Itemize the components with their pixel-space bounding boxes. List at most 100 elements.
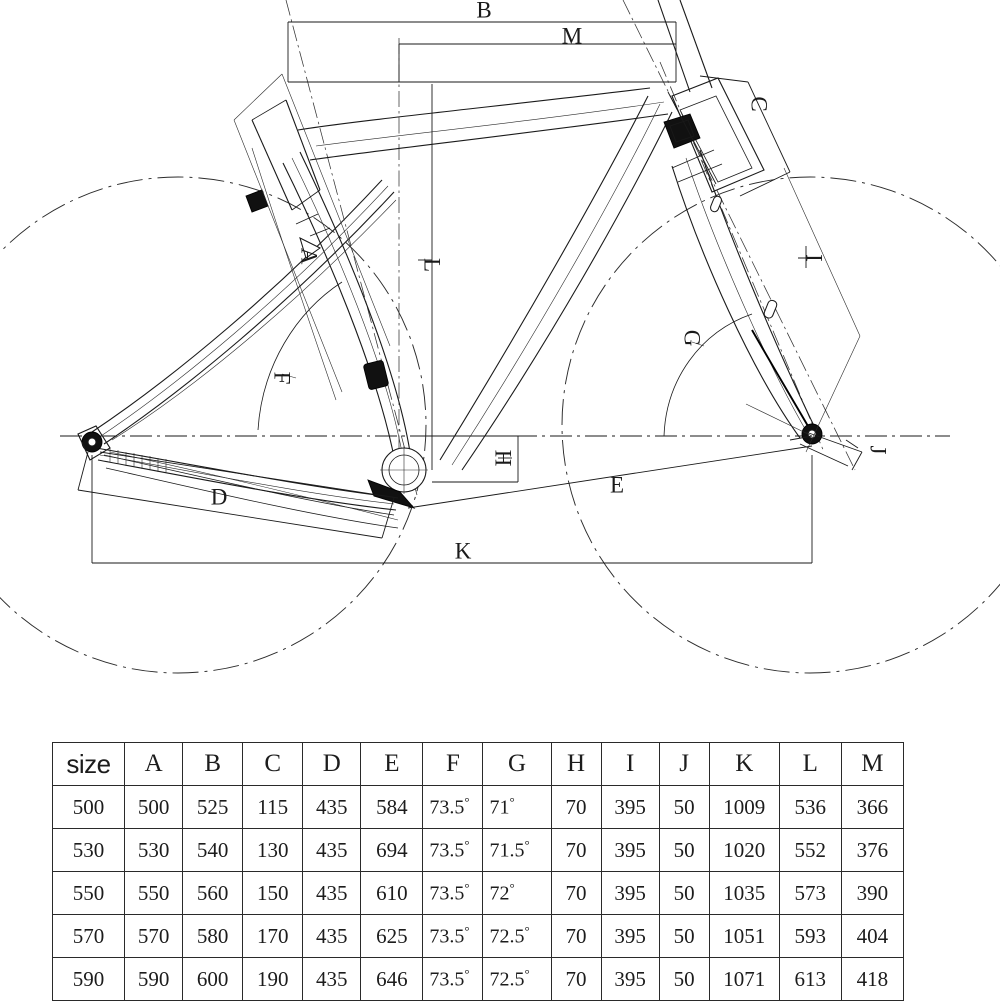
cell-d: 435 bbox=[302, 828, 362, 872]
dim-label-I: I bbox=[802, 254, 827, 262]
fork-offset-centerline bbox=[659, 61, 825, 453]
header-c: C bbox=[242, 742, 304, 786]
cell-d: 435 bbox=[302, 871, 362, 915]
down-tube-shade-line bbox=[291, 157, 404, 459]
cell-h: 70 bbox=[550, 957, 602, 1001]
table-row: 530 530 540 130 435 694 73.5° 71.5° 70 3… bbox=[51, 828, 905, 872]
cell-g: 72.5° bbox=[482, 914, 552, 958]
bb-cable-guide bbox=[367, 479, 416, 509]
dim-label-B: B bbox=[476, 0, 491, 22]
dim-c-box bbox=[667, 75, 791, 197]
cell-g: 71° bbox=[482, 785, 552, 829]
cell-b: 525 bbox=[182, 785, 244, 829]
header-j: J bbox=[658, 742, 710, 786]
dim-j-tick bbox=[845, 439, 859, 449]
fork-blade-shade-line bbox=[685, 157, 809, 435]
dim-g-arc bbox=[663, 313, 753, 437]
cell-m: 418 bbox=[840, 957, 905, 1001]
cell-a: 570 bbox=[124, 914, 184, 958]
dim-a-arrow bbox=[299, 236, 322, 259]
cell-l: 552 bbox=[778, 828, 842, 872]
cell-d: 435 bbox=[302, 785, 362, 829]
down-tube-upper-edge bbox=[299, 151, 411, 453]
header-l: L bbox=[778, 742, 842, 786]
fork-blade-outer-edge bbox=[699, 149, 817, 431]
cell-a: 530 bbox=[124, 828, 184, 872]
table-row: 570 570 580 170 435 625 73.5° 72.5° 70 3… bbox=[51, 914, 905, 958]
dim-j-box-top bbox=[805, 431, 863, 453]
cell-size: 500 bbox=[51, 785, 126, 829]
seat-tube-centerline bbox=[285, 0, 418, 496]
dim-d-box bbox=[77, 451, 399, 539]
frame-geometry-drawing: B M C A L I G F H J E D K bbox=[0, 0, 1000, 674]
cell-l: 593 bbox=[778, 914, 842, 958]
cell-m: 366 bbox=[840, 785, 905, 829]
wheel-outlines bbox=[0, 176, 1000, 674]
table-row: 500 500 525 115 435 584 73.5° 71° 70 395… bbox=[51, 785, 905, 829]
cell-b: 560 bbox=[182, 871, 244, 915]
header-e: E bbox=[360, 742, 424, 786]
cell-h: 70 bbox=[550, 828, 602, 872]
seat-clamp-inner bbox=[669, 119, 695, 143]
chainstay-lower-edge bbox=[97, 459, 397, 511]
rear-stay-inner-line-2 bbox=[111, 199, 397, 441]
geometry-table-container: size A B C D E F G H I J K L M 500 500 5… bbox=[51, 742, 905, 1001]
cell-l: 573 bbox=[778, 871, 842, 915]
cell-c: 115 bbox=[242, 785, 304, 829]
cell-b: 540 bbox=[182, 828, 244, 872]
cell-j: 50 bbox=[658, 785, 710, 829]
seat-tube-bottle-boss bbox=[763, 299, 778, 319]
dim-label-D: D bbox=[211, 484, 228, 509]
dim-g-leader bbox=[691, 341, 705, 347]
frame-tubes bbox=[77, 0, 823, 529]
cell-h: 70 bbox=[550, 914, 602, 958]
dim-f-arc bbox=[257, 281, 343, 431]
rear-dropout-hatching bbox=[109, 448, 167, 473]
head-tube-top-cap bbox=[251, 99, 287, 121]
cell-c: 130 bbox=[242, 828, 304, 872]
cell-d: 435 bbox=[302, 914, 362, 958]
dim-label-K: K bbox=[455, 538, 472, 563]
rear-axle-hole bbox=[87, 437, 97, 447]
header-b: B bbox=[182, 742, 244, 786]
cell-l: 613 bbox=[778, 957, 842, 1001]
cell-size: 590 bbox=[51, 957, 126, 1001]
cell-f: 73.5° bbox=[422, 871, 484, 915]
dim-label-H: H bbox=[491, 450, 516, 467]
down-tube-lower-edge bbox=[282, 162, 396, 463]
header-f: F bbox=[422, 742, 484, 786]
fork-crown-inner bbox=[679, 95, 753, 183]
construction-centerlines bbox=[285, 0, 856, 496]
steerer-tube-right bbox=[679, 0, 713, 89]
cell-b: 580 bbox=[182, 914, 244, 958]
seat-tube-rear-edge bbox=[461, 111, 673, 471]
header-size: size bbox=[51, 742, 126, 786]
down-tube-joint-band bbox=[309, 227, 331, 237]
top-tube-shade-line bbox=[315, 101, 665, 147]
cell-j: 50 bbox=[658, 828, 710, 872]
cell-e: 625 bbox=[360, 914, 424, 958]
cell-size: 570 bbox=[51, 914, 126, 958]
table-row: 550 550 560 150 435 610 73.5° 72° 70 395… bbox=[51, 871, 905, 915]
cell-f: 73.5° bbox=[422, 914, 484, 958]
head-tube-left-wall bbox=[251, 119, 293, 211]
cell-a: 550 bbox=[124, 871, 184, 915]
dim-label-C: C bbox=[747, 96, 772, 111]
head-tube-right-wall bbox=[285, 99, 321, 191]
geometry-table: size A B C D E F G H I J K L M 500 500 5… bbox=[51, 742, 905, 1001]
top-tube-lower-edge bbox=[309, 113, 669, 161]
down-tube-cable-port bbox=[363, 360, 389, 390]
cell-size: 530 bbox=[51, 828, 126, 872]
cell-i: 395 bbox=[600, 914, 660, 958]
dim-label-M: M bbox=[562, 23, 582, 48]
cell-d: 435 bbox=[302, 957, 362, 1001]
dim-f-leader bbox=[281, 373, 297, 379]
cell-k: 1035 bbox=[708, 871, 780, 915]
cell-f: 73.5° bbox=[422, 828, 484, 872]
cell-m: 376 bbox=[840, 828, 905, 872]
fork-blade-inner-edge bbox=[671, 165, 801, 439]
cell-size: 550 bbox=[51, 871, 126, 915]
dim-label-L: L bbox=[420, 258, 445, 272]
cell-g: 71.5° bbox=[482, 828, 552, 872]
head-tube-bottom-cap bbox=[291, 189, 321, 211]
